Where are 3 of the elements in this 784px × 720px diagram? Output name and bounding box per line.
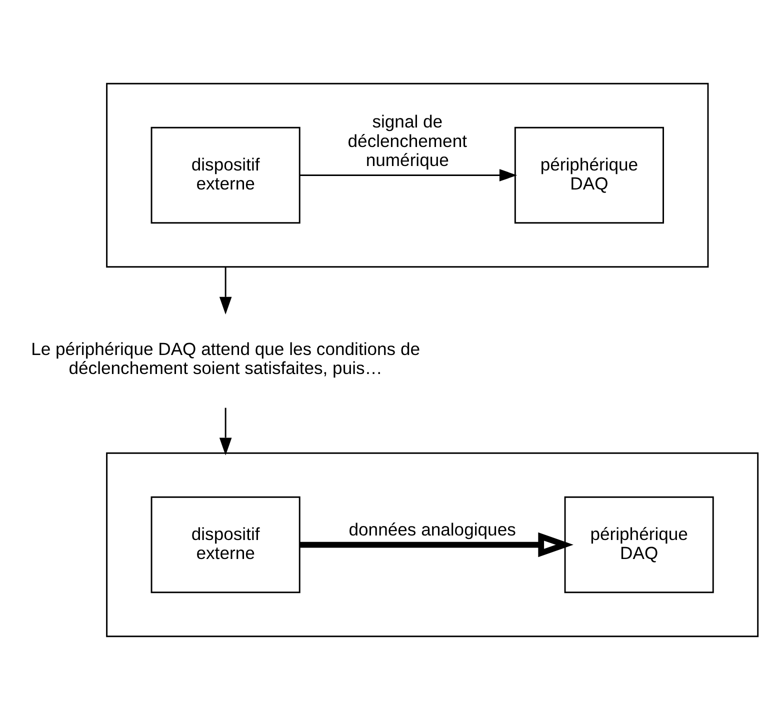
node-text: Le périphérique DAQ attend que les conditions de déclenchement soient satisfaites, puis…	[31, 339, 420, 378]
edge-label: données analogiques	[348, 519, 516, 540]
edge-label: signal de déclenchement numérique	[348, 112, 468, 170]
